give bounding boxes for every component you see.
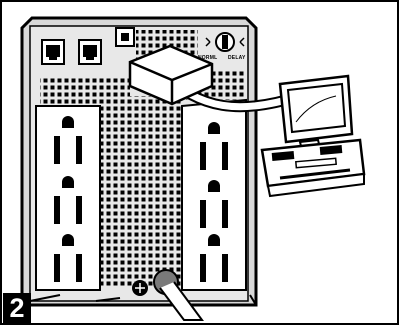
- phone-port-1[interactable]: [42, 40, 64, 64]
- switch-label-delay: DELAY: [228, 55, 246, 61]
- outlet-panel-left: [36, 106, 100, 290]
- usb-port[interactable]: [116, 28, 134, 46]
- switch-label-normal: NORML: [198, 55, 217, 61]
- ground-screw[interactable]: [132, 280, 148, 296]
- vent-grid-center: [101, 96, 181, 286]
- step-number-badge: 2: [3, 293, 31, 323]
- phone-port-2[interactable]: [79, 40, 101, 64]
